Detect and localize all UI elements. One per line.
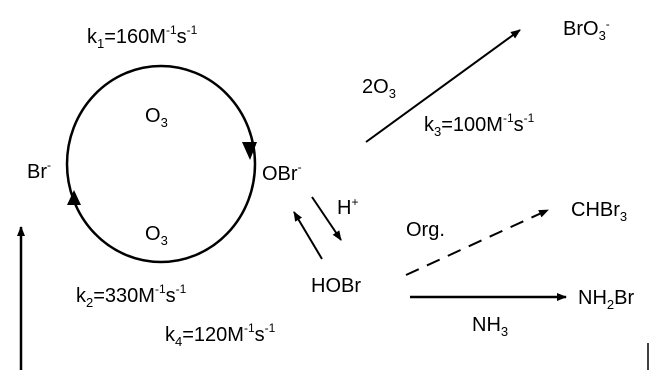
- species-hypobromite: OBr-: [262, 160, 302, 185]
- species-bromamine: NH2Br: [578, 287, 634, 312]
- rate-constant-k4: k4=120M-1s-1: [165, 321, 276, 349]
- rate-constant-k1: k1=160M-1s-1: [87, 23, 198, 51]
- species-bromate: BrO3-: [563, 17, 610, 43]
- ozonation-cycle-circle: [65, 64, 257, 264]
- reagent-ozone-bottom: O3: [145, 223, 168, 248]
- cycle-arrowhead-right: [242, 142, 257, 160]
- reagent-ozone-top: O3: [145, 105, 168, 130]
- species-bromoform: CHBr3: [571, 199, 627, 224]
- arrow-to-bromoform: [405, 209, 549, 276]
- species-bromide: Br-: [27, 158, 51, 183]
- arrow-to-bromate: [365, 29, 521, 143]
- rate-constant-k3: k3=100M-1s-1: [424, 111, 535, 139]
- arrow-obr-to-hobr: [311, 196, 342, 241]
- reagent-organics: Org.: [406, 219, 445, 241]
- reagent-ammonia: NH3: [472, 314, 508, 339]
- rate-constant-k2: k2=330M-1s-1: [76, 282, 187, 310]
- reagent-proton: H+: [337, 195, 358, 219]
- reagent-double-ozone: 2O3: [362, 76, 396, 101]
- species-hypobromous-acid: HOBr: [311, 275, 361, 297]
- cycle-arrowhead-left: [67, 190, 81, 205]
- arrow-hobr-to-obr: [293, 211, 323, 260]
